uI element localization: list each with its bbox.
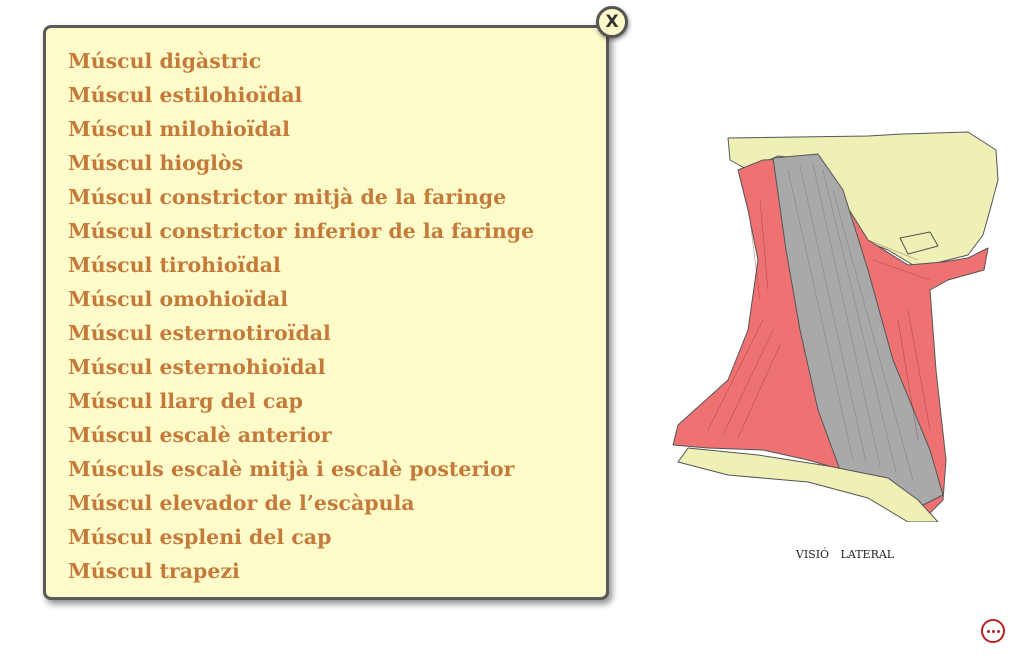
ellipsis-circle-icon (986, 629, 990, 633)
muscle-item[interactable]: Múscul hioglòs (68, 151, 244, 175)
neck-muscles-lateral-illustration (672, 131, 999, 522)
muscle-item[interactable]: Múscul estilohioïdal (68, 83, 303, 107)
clavicle-bone (677, 447, 939, 522)
sternocleidomastoid (772, 153, 944, 506)
muscle-item[interactable]: Múscul escalè anterior (68, 423, 332, 447)
muscle-item[interactable]: Múscul tirohioïdal (68, 253, 281, 277)
muscle-list-popup: Múscul digàstric Múscul estilohioïdal Mú… (43, 25, 609, 600)
muscle-item[interactable]: Múscul constrictor inferior de la faring… (68, 219, 535, 243)
muscle-item[interactable]: Múscul esternohioïdal (68, 355, 326, 379)
muscle-item[interactable]: Múscul esternotiroïdal (68, 321, 331, 345)
hyoid-bone (899, 231, 939, 255)
muscle-item[interactable]: Músculs escalè mitjà i escalè posterior (68, 457, 515, 481)
muscle-item[interactable]: Múscul elevador de l’escàpula (68, 491, 415, 515)
muscle-item[interactable]: Múscul llarg del cap (68, 389, 303, 413)
muscle-item[interactable]: Múscul trapezi (68, 559, 240, 583)
muscle-item[interactable]: Múscul milohioïdal (68, 117, 290, 141)
close-button[interactable]: X (596, 6, 628, 38)
muscle-item[interactable]: Múscul digàstric (68, 49, 262, 73)
muscle-item[interactable]: Múscul omohioïdal (68, 287, 289, 311)
figure-caption: VISIÓ LATERAL (795, 548, 895, 561)
muscle-list: Múscul digàstric Múscul estilohioïdal Mú… (68, 44, 534, 588)
more-options-button[interactable] (981, 619, 1005, 643)
x-close-icon: X (605, 12, 619, 32)
muscle-item[interactable]: Múscul espleni del cap (68, 525, 332, 549)
muscle-item[interactable]: Múscul constrictor mitjà de la faringe (68, 185, 507, 209)
